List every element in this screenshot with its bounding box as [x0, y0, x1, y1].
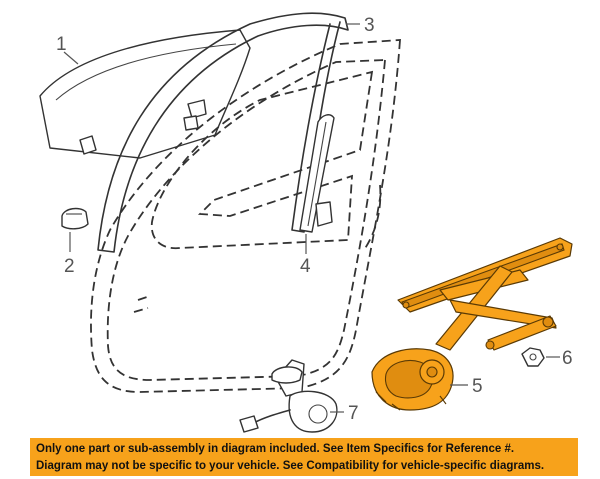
callout-6: 6: [562, 348, 573, 369]
callout-7: 7: [348, 403, 359, 424]
callout-5: 5: [472, 376, 483, 397]
callout-2: 2: [64, 256, 75, 277]
door-glass: [39, 29, 251, 159]
regulator-motor: [239, 359, 338, 433]
callout-4: 4: [300, 256, 311, 277]
disclaimer-line-1: Only one part or sub-assembly in diagram…: [36, 443, 515, 455]
door-frame-outline: [90, 39, 401, 393]
rear-glass-channel: [299, 114, 335, 233]
disclaimer-line-2: Diagram may not be specific to your vehi…: [36, 460, 545, 472]
glass-clip: [61, 207, 89, 230]
callout-3: 3: [364, 15, 375, 36]
leader-1: [63, 51, 79, 65]
disclaimer-banner: Only one part or sub-assembly in diagram…: [30, 438, 578, 476]
nut: [521, 347, 545, 367]
callout-1: 1: [56, 34, 67, 55]
parts-diagram: 1 2 3 4 5 6 7: [39, 12, 573, 433]
window-regulator: [371, 237, 573, 411]
